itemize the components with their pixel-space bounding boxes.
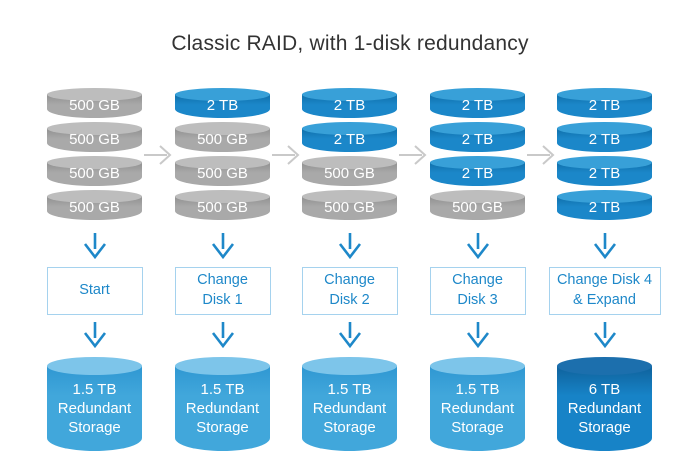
disk-capacity-label: 2 TB	[588, 97, 621, 114]
disk-cylinder: 2 TB	[430, 88, 525, 118]
storage-body	[557, 366, 652, 451]
disk-capacity-label: 500 GB	[324, 199, 375, 216]
disk-cylinder: 500 GB	[47, 190, 142, 220]
down-arrow-icon	[466, 322, 489, 348]
storage-body	[47, 366, 142, 451]
action-box: Change Disk 1	[174, 267, 271, 315]
raid-column-change-disk-4-expand: 2 TB 2 TB 2 TB 2 TB Change Disk 4 & Expa…	[548, 88, 661, 451]
disk-cylinder: 500 GB	[47, 88, 142, 118]
down-arrow-icon	[83, 233, 106, 259]
storage-body	[175, 366, 270, 451]
down-arrow-icon	[466, 233, 489, 259]
storage-cylinder: 1.5 TB Redundant Storage	[175, 357, 270, 451]
disk-capacity-label: 2 TB	[461, 131, 494, 148]
down-arrow-icon	[211, 233, 234, 259]
disk-cylinder: 500 GB	[302, 156, 397, 186]
disk-capacity-label: 500 GB	[452, 199, 503, 216]
storage-label: 6 TB Redundant Storage	[567, 381, 642, 437]
right-arrow-icon	[144, 145, 172, 165]
disk-cylinder: 2 TB	[302, 88, 397, 118]
disk-cylinder: 500 GB	[47, 156, 142, 186]
action-box: Change Disk 2	[301, 267, 398, 315]
storage-body	[430, 366, 525, 451]
storage-label: 1.5 TB Redundant Storage	[312, 381, 387, 437]
raid-column-change-disk-1: 2 TB 500 GB 500 GB 500 GB Change Disk 1 …	[174, 88, 271, 451]
disk-cylinder: 2 TB	[430, 156, 525, 186]
storage-cylinder: 1.5 TB Redundant Storage	[47, 357, 142, 451]
disk-capacity-label: 500 GB	[69, 97, 120, 114]
disk-capacity-label: 500 GB	[69, 199, 120, 216]
action-box: Change Disk 3	[429, 267, 526, 315]
down-arrow-icon	[338, 233, 361, 259]
disk-capacity-label: 500 GB	[69, 165, 120, 182]
disk-capacity-label: 2 TB	[588, 199, 621, 216]
disk-capacity-label: 500 GB	[197, 131, 248, 148]
storage-cylinder: 1.5 TB Redundant Storage	[430, 357, 525, 451]
down-arrow-icon	[83, 322, 106, 348]
storage-cylinder: 1.5 TB Redundant Storage	[302, 357, 397, 451]
disk-cylinder: 500 GB	[175, 122, 270, 152]
disk-capacity-label: 500 GB	[69, 131, 120, 148]
down-arrow-icon	[211, 322, 234, 348]
disk-cylinder: 2 TB	[557, 122, 652, 152]
disk-cylinder: 2 TB	[557, 190, 652, 220]
disk-cylinder: 500 GB	[302, 190, 397, 220]
disk-cylinder: 2 TB	[430, 122, 525, 152]
disk-cylinder: 500 GB	[430, 190, 525, 220]
disk-capacity-label: 500 GB	[324, 165, 375, 182]
storage-label: 1.5 TB Redundant Storage	[57, 381, 132, 437]
disk-cylinder: 2 TB	[175, 88, 270, 118]
disk-cylinder: 2 TB	[557, 156, 652, 186]
down-arrow-icon	[338, 322, 361, 348]
down-arrow-icon	[593, 233, 616, 259]
disk-capacity-label: 500 GB	[197, 199, 248, 216]
storage-label: 1.5 TB Redundant Storage	[185, 381, 260, 437]
disk-capacity-label: 2 TB	[588, 165, 621, 182]
raid-column-start: 500 GB 500 GB 500 GB 500 GB Start 1.5 TB…	[46, 88, 143, 451]
diagram-title: Classic RAID, with 1-disk redundancy	[171, 32, 529, 55]
right-arrow-icon	[527, 145, 555, 165]
down-arrow-icon	[593, 322, 616, 348]
action-box: Change Disk 4 & Expand	[548, 267, 661, 315]
storage-cylinder: 6 TB Redundant Storage	[557, 357, 652, 451]
disk-capacity-label: 500 GB	[197, 165, 248, 182]
disk-cylinder: 2 TB	[557, 88, 652, 118]
disk-cylinder: 2 TB	[302, 122, 397, 152]
raid-column-change-disk-2: 2 TB 2 TB 500 GB 500 GB Change Disk 2 1.…	[301, 88, 398, 451]
action-box: Start	[46, 267, 143, 315]
storage-label: 1.5 TB Redundant Storage	[440, 381, 515, 437]
disk-capacity-label: 2 TB	[333, 97, 366, 114]
right-arrow-icon	[399, 145, 427, 165]
disk-capacity-label: 2 TB	[588, 131, 621, 148]
disk-capacity-label: 2 TB	[461, 165, 494, 182]
disk-capacity-label: 2 TB	[333, 131, 366, 148]
disk-capacity-label: 2 TB	[206, 97, 239, 114]
raid-column-change-disk-3: 2 TB 2 TB 2 TB 500 GB Change Disk 3 1.5 …	[429, 88, 526, 451]
disk-cylinder: 500 GB	[175, 190, 270, 220]
storage-body	[302, 366, 397, 451]
disk-capacity-label: 2 TB	[461, 97, 494, 114]
disk-cylinder: 500 GB	[175, 156, 270, 186]
disk-cylinder: 500 GB	[47, 122, 142, 152]
right-arrow-icon	[272, 145, 300, 165]
